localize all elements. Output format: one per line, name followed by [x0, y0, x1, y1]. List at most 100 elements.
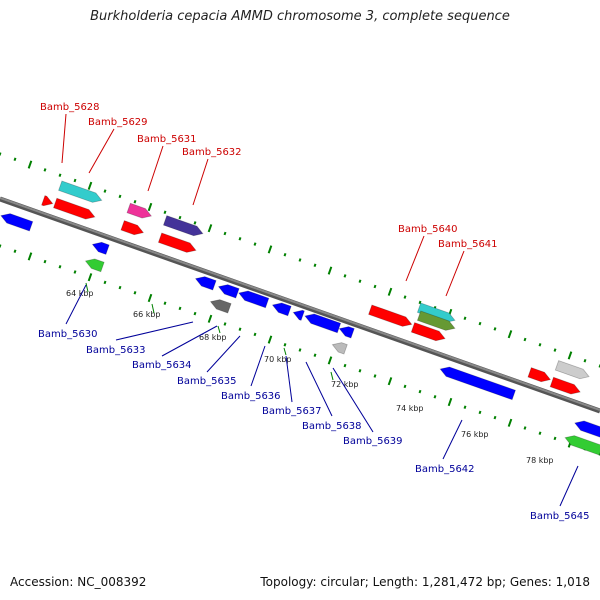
accession-text: Accession: NC_008392: [10, 575, 147, 589]
outer-tick-mark: [207, 224, 213, 233]
gene-arrow-unlabeled[interactable]: [573, 418, 600, 439]
outer-tick-mark: [493, 327, 497, 331]
gene-bamb-5635[interactable]: [271, 300, 292, 317]
gene-bamb-5632[interactable]: [162, 215, 204, 239]
outer-tick-mark: [238, 237, 242, 241]
gene-bamb-5642-label: Bamb_5642: [415, 464, 475, 475]
tick-pointer: [283, 347, 287, 356]
topology-summary: Topology: circular; Length: 1,281,472 bp…: [260, 575, 590, 589]
gene-bamb-5628[interactable]: [58, 180, 104, 205]
inner-tick-mark: [283, 343, 287, 347]
inner-tick-mark: [507, 418, 513, 427]
inner-tick-mark: [343, 363, 347, 368]
inner-tick-mark: [207, 314, 213, 323]
gene-bamb-5629[interactable]: [53, 197, 97, 221]
gene-bamb-5638[interactable]: [338, 324, 355, 339]
gene-bamb-5632-label: Bamb_5632: [182, 147, 242, 158]
inner-tick-mark: [223, 322, 227, 326]
outer-tick-mark: [73, 178, 77, 183]
inner-tick-mark: [133, 291, 137, 295]
map-title: Burkholderia cepacia AMMD chromosome 3, …: [90, 9, 510, 24]
gene-arrow-unlabeled[interactable]: [120, 220, 145, 238]
gene-bamb-5635-leader: [206, 335, 241, 373]
gene-bamb-5629-leader: [88, 128, 115, 174]
inner-tick-mark: [147, 293, 153, 303]
outer-tick-mark: [0, 152, 2, 156]
outer-tick-mark: [463, 316, 467, 321]
inner-tick-mark: [193, 311, 197, 316]
inner-tick-mark: [387, 377, 393, 386]
gene-arrow-unlabeled[interactable]: [41, 195, 55, 209]
gene-arrow-unlabeled[interactable]: [0, 211, 34, 232]
tick-74kbp: 74 kbp: [396, 404, 424, 413]
gene-bamb-5636-label: Bamb_5636: [221, 391, 281, 402]
gene-bamb-5641-label: Bamb_5641: [438, 239, 498, 250]
outer-tick-mark: [523, 337, 527, 342]
gene-arrow-unlabeled[interactable]: [194, 274, 217, 291]
inner-tick-mark: [358, 369, 362, 373]
gene-bamb-5641[interactable]: [416, 302, 456, 325]
tick-70kbp: 70 kbp: [264, 355, 292, 364]
gene-bamb-5638-label: Bamb_5638: [302, 421, 362, 432]
inner-tick-mark: [403, 384, 407, 389]
gene-bamb-5639[interactable]: [331, 340, 348, 355]
gene-arrow-unlabeled[interactable]: [91, 240, 110, 255]
inner-tick-mark: [103, 280, 107, 285]
inner-tick-mark: [553, 436, 557, 441]
gene-bamb-5638-leader: [305, 361, 333, 417]
gene-bamb-5641-leader: [445, 250, 465, 297]
outer-tick-mark: [358, 279, 362, 283]
gene-arrow-unlabeled[interactable]: [410, 322, 446, 344]
outer-tick-mark: [27, 160, 33, 169]
gene-arrow-unlabeled[interactable]: [157, 232, 197, 255]
tick-66kbp: 66 kbp: [133, 310, 161, 319]
gene-bamb-5639-leader: [332, 367, 374, 433]
gene-bamb-5630-leader: [65, 284, 87, 325]
outer-tick-mark: [283, 252, 287, 257]
gene-bamb-5631-label: Bamb_5631: [137, 134, 197, 145]
inner-tick-mark: [538, 431, 542, 435]
gene-bamb-5640-leader: [405, 235, 425, 282]
outer-tick-mark: [43, 168, 47, 172]
gene-bamb-5642[interactable]: [439, 364, 516, 401]
outer-tick-mark: [223, 231, 227, 236]
tick-pointer: [330, 371, 334, 381]
outer-tick-mark: [118, 194, 122, 199]
tick-68kbp: 68 kbp: [199, 333, 227, 342]
outer-tick-mark: [327, 266, 333, 275]
gene-bamb-5630[interactable]: [84, 256, 105, 273]
outer-tick-mark: [343, 274, 347, 278]
gene-bamb-5636[interactable]: [292, 308, 305, 321]
outer-tick-mark: [147, 202, 153, 212]
inner-tick-mark: [13, 249, 17, 253]
gene-arrow-unlabeled[interactable]: [217, 282, 240, 299]
gene-bamb-5631[interactable]: [126, 202, 153, 220]
inner-tick-mark: [433, 395, 437, 399]
gene-bamb-5637-leader: [285, 355, 293, 403]
outer-tick-mark: [253, 242, 257, 246]
outer-tick-mark: [298, 258, 302, 262]
outer-tick-mark: [267, 245, 273, 254]
gene-bamb-5634[interactable]: [237, 288, 270, 309]
gene-bamb-5635-label: Bamb_5635: [177, 376, 237, 387]
outer-tick-mark: [598, 364, 600, 368]
gene-arrow-unlabeled[interactable]: [416, 310, 456, 333]
gene-bamb-5633[interactable]: [209, 297, 232, 314]
inner-tick-mark: [58, 265, 62, 269]
inner-tick-mark: [87, 273, 93, 282]
inner-tick-mark: [43, 259, 47, 264]
gene-bamb-5634-leader: [161, 325, 218, 357]
gene-arrow-unlabeled[interactable]: [554, 360, 590, 382]
gene-bamb-5640[interactable]: [368, 304, 414, 329]
gene-bamb-5637[interactable]: [303, 311, 342, 334]
inner-tick-mark: [73, 270, 77, 274]
gene-arrow-unlabeled[interactable]: [527, 367, 552, 385]
gene-arrow-unlabeled[interactable]: [549, 376, 582, 396]
tick-72kbp: 72 kbp: [331, 380, 359, 389]
gene-bamb-5634-label: Bamb_5634: [132, 360, 192, 371]
tick-pointer: [85, 282, 89, 293]
inner-tick-mark: [298, 348, 302, 352]
inner-tick-mark: [373, 374, 377, 378]
inner-tick-mark: [493, 415, 497, 420]
